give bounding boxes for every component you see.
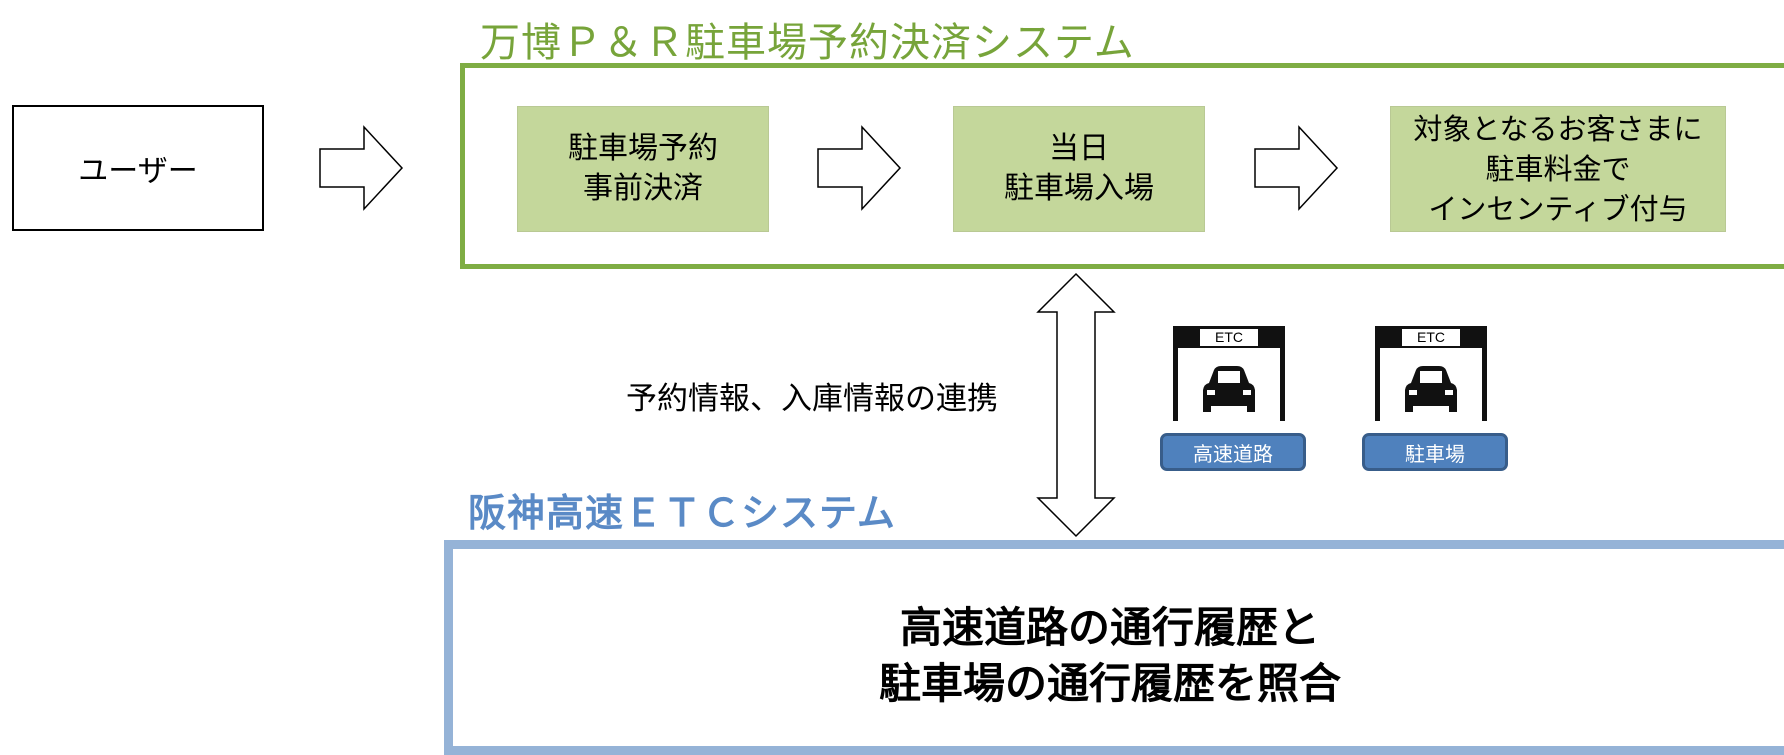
result-line: 駐車場の通行履歴を照合 [878,659,1341,708]
matching-description: 高速道路の通行履歴と 駐車場の通行履歴を照合 [760,600,1460,712]
flow-arrow-icon [1254,125,1339,211]
etc-sign-label: ETC [1215,329,1243,345]
step-line: 駐車場入場 [1004,171,1154,206]
bidirectional-arrow-icon [1036,272,1116,538]
gate-badge-label: 駐車場 [1405,441,1465,466]
etc-gate-car-icon: ETC [1173,326,1285,421]
step-same-day-entry: 当日 駐車場入場 [953,106,1205,232]
user-box: ユーザー [12,105,264,231]
gate-badge-label: 高速道路 [1193,441,1273,466]
etc-sign-label: ETC [1417,329,1445,345]
pr-system-title: 万博Ｐ＆Ｒ駐車場予約決済システム [480,20,1135,66]
step-line: インセンティブ付与 [1428,192,1688,226]
etc-gate-car-icon: ETC [1375,326,1487,421]
step-line: 事前決済 [583,171,703,206]
step-incentive-grant: 対象となるお客さまに 駐車料金で インセンティブ付与 [1390,106,1726,232]
step-line: 駐車料金で [1485,152,1631,186]
step-line: 駐車場予約 [568,131,718,166]
pr-system-frame [460,63,1784,269]
gate-badge-parking: 駐車場 [1362,433,1508,471]
step-reservation-prepayment: 駐車場予約 事前決済 [517,106,769,232]
step-line: 当日 [1049,131,1109,166]
etc-system-title: 阪神高速ＥＴＣシステム [468,491,896,535]
gate-badge-expressway: 高速道路 [1160,433,1306,471]
result-line: 高速道路の通行履歴と [899,603,1320,652]
flow-arrow-icon [319,125,404,211]
link-label: 予約情報、入庫情報の連携 [626,381,998,417]
user-label: ユーザー [78,154,198,189]
flow-arrow-icon [817,125,902,211]
step-line: 対象となるお客さまに [1413,112,1703,146]
